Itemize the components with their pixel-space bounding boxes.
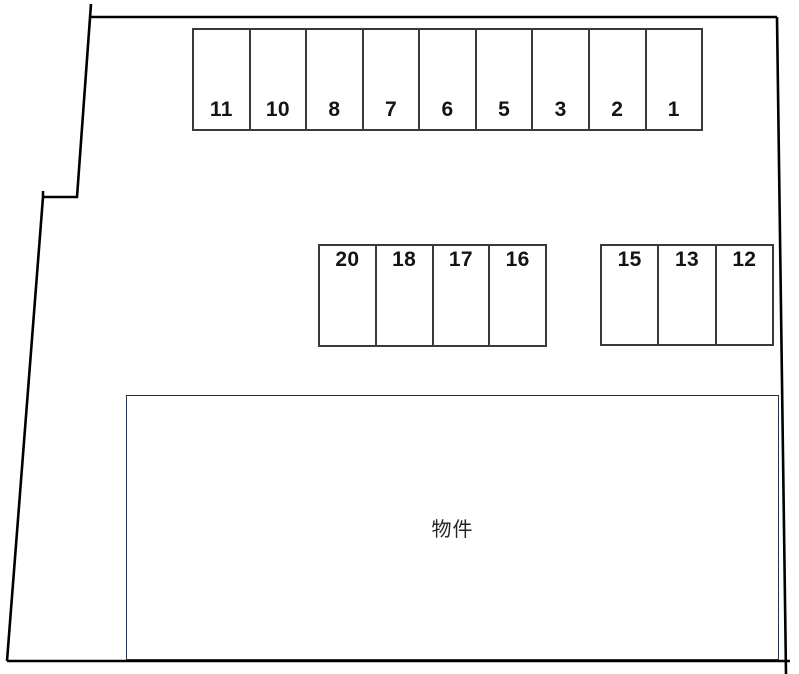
parking-stall-16: 16 — [490, 246, 545, 345]
parking-stall-13: 13 — [659, 246, 717, 344]
stall-number: 6 — [441, 97, 454, 121]
parking-stall-12: 12 — [717, 246, 772, 344]
stall-number: 8 — [328, 97, 341, 121]
parking-row-top: 11 10 8 7 6 5 3 2 1 — [192, 28, 703, 131]
stall-number: 3 — [554, 97, 567, 121]
stall-number: 2 — [611, 97, 624, 121]
stall-number: 11 — [209, 97, 233, 121]
parking-stall-10: 10 — [251, 30, 308, 129]
parking-row-mid-right: 15 13 12 — [600, 244, 774, 346]
stall-number: 1 — [667, 97, 680, 121]
parking-stall-2: 2 — [590, 30, 647, 129]
stall-number: 20 — [335, 248, 360, 271]
parking-stall-3: 3 — [533, 30, 590, 129]
building-outline: 物件 — [126, 395, 779, 660]
parking-stall-15: 15 — [602, 246, 660, 344]
parking-stall-7: 7 — [364, 30, 421, 129]
stall-number: 13 — [675, 248, 699, 271]
parking-stall-20: 20 — [320, 246, 377, 345]
stall-number: 15 — [617, 248, 642, 271]
parking-stall-6: 6 — [420, 30, 477, 129]
parking-stall-18: 18 — [377, 246, 434, 345]
building-label: 物件 — [431, 519, 474, 541]
stall-number: 5 — [498, 97, 511, 121]
stall-number: 18 — [392, 248, 417, 271]
stall-number: 7 — [384, 97, 397, 121]
stall-number: 16 — [505, 248, 530, 271]
parking-stall-11: 11 — [194, 30, 251, 129]
stall-number: 12 — [732, 248, 757, 271]
parking-row-mid-left: 20 18 17 16 — [318, 244, 547, 347]
stall-number: 10 — [265, 97, 290, 121]
parking-stall-5: 5 — [477, 30, 534, 129]
parking-stall-8: 8 — [307, 30, 364, 129]
parking-stall-17: 17 — [434, 246, 491, 345]
parking-stall-1: 1 — [647, 30, 702, 129]
stall-number: 17 — [448, 248, 473, 271]
